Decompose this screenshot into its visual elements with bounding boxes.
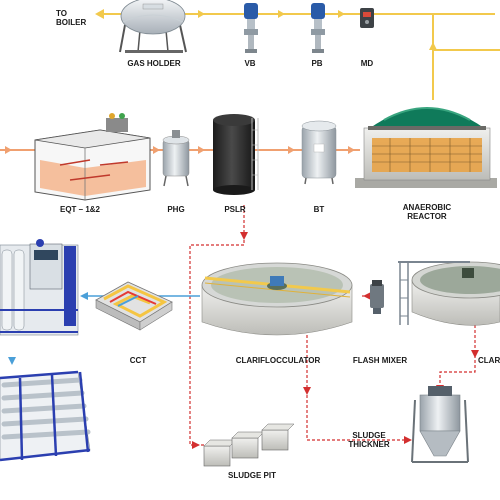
anaerobic-reactor (355, 107, 497, 188)
biogas-arrow-4 (429, 42, 437, 50)
label-to-boiler: TO BOILER (56, 9, 87, 28)
pb-valve (311, 3, 325, 53)
sludge-pit (203, 423, 295, 467)
label-gas-holder: GAS HOLDER (127, 59, 181, 68)
label-eqt: EQT – 1&2 (59, 205, 100, 214)
label-clarifloculator: CLARIFLOCCULATOR (235, 356, 321, 365)
label-cct: CCT (129, 356, 147, 365)
sludge-arrow-3 (471, 350, 479, 358)
label-anaerobic-reactor: ANAEROBIC REACTOR (393, 203, 461, 222)
flow-arrow-4 (348, 146, 355, 154)
label-vb: VB (244, 59, 256, 68)
sludge-arrow-2 (303, 387, 311, 395)
label-to-boiler-line1: TO (56, 9, 67, 18)
label-clar-partial: CLAR (478, 356, 500, 365)
right-clarifier (398, 261, 500, 326)
flash-mixer (370, 280, 384, 314)
label-sludge-line2: THICKNER (348, 439, 390, 449)
md-device (360, 8, 374, 28)
label-sludge-thickner: SLUDGE THICKNER (344, 431, 394, 450)
flow-arrow-3 (288, 146, 295, 154)
flow-arrow-2 (198, 146, 205, 154)
label-anaerobic-line2: REACTOR (407, 211, 447, 221)
label-md: MD (360, 59, 374, 68)
vb-valve (244, 3, 258, 53)
sludge-arrow-1 (240, 232, 248, 240)
flow-arrow-1 (153, 146, 160, 154)
biogas-arrow-3 (338, 10, 345, 18)
cct-tank (95, 281, 173, 331)
label-sludge-line1: SLUDGE (352, 431, 386, 440)
biogas-arrow-2 (278, 10, 285, 18)
label-to-boiler-line2: BOILER (56, 17, 87, 27)
treated-arrow-2 (8, 357, 16, 365)
label-sludge-pit: SLUDGE PIT (227, 471, 276, 480)
label-flash-mixer: FLASH MIXER (352, 356, 408, 365)
sludge-thickner (411, 386, 469, 463)
clarifloculator (201, 262, 353, 336)
treated-arrow-1 (80, 292, 88, 300)
eqt-tank (34, 113, 151, 201)
sludge-arrow-6 (192, 441, 200, 449)
label-pb: PB (311, 59, 323, 68)
label-anaerobic-line1: ANAEROBIC (402, 203, 452, 212)
label-phg: PHG (167, 205, 185, 214)
to-boiler-arrow (95, 9, 104, 19)
sludge-arrow-5 (404, 436, 412, 444)
sludge-arrow-7 (363, 292, 371, 300)
label-pslr: PSLR (224, 205, 246, 214)
pslr-tank (213, 114, 259, 195)
ro-rack (0, 370, 91, 462)
gas-holder (119, 0, 187, 53)
bt-tank (301, 120, 337, 185)
inlet-arrow (5, 146, 12, 154)
ro-skid (0, 239, 79, 336)
biogas-arrow-1 (198, 10, 205, 18)
phg-tank (162, 130, 190, 187)
label-bt: BT (313, 205, 325, 214)
